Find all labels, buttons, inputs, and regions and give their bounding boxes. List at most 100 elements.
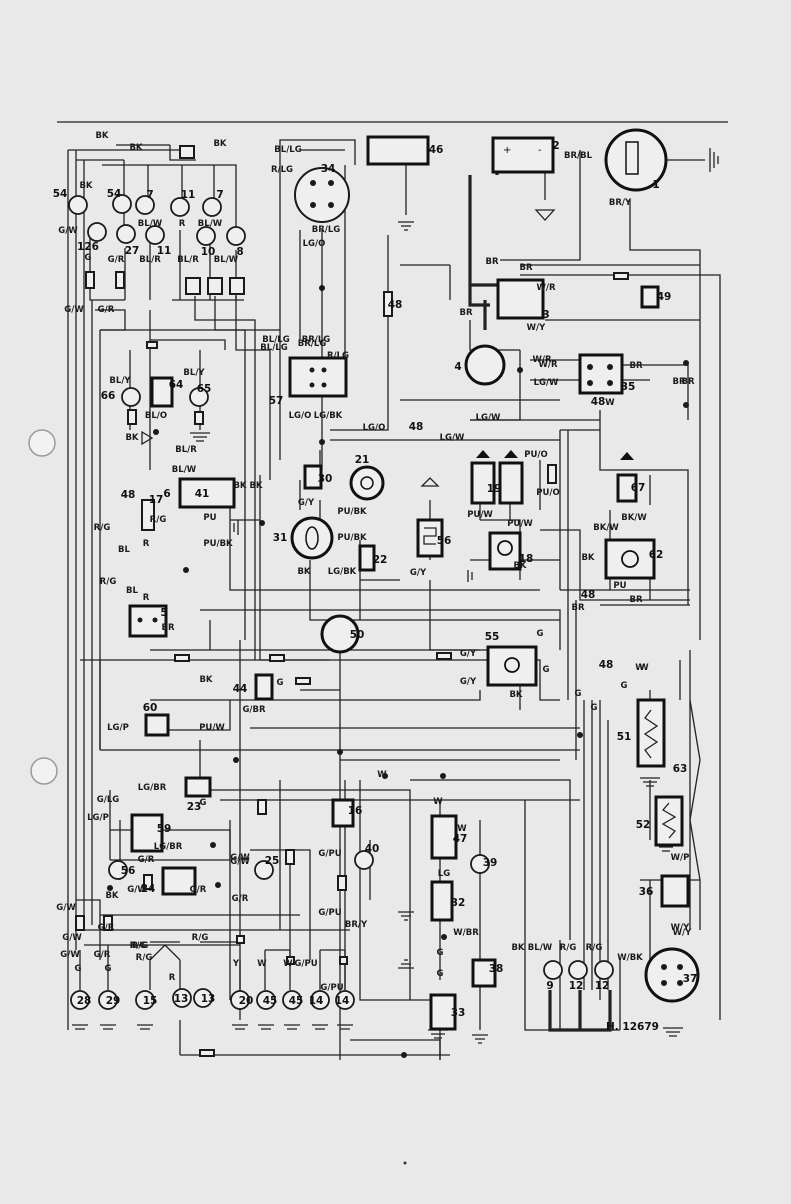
wire-colour-label: G/W [62,933,82,943]
binder-hole [28,429,56,457]
component-number: 3 [542,309,549,321]
component-number: 54 [53,188,68,200]
component-number: 6 [163,488,170,500]
wire-colour-label: G/W [60,950,80,960]
component-number: 41 [195,488,210,500]
comp-31 [290,516,334,560]
wire-colour-label: BL/W [172,465,197,475]
wire-colour-label: LG/O [289,411,312,421]
wire-colour-label: G [277,678,284,688]
wire-colour-label: W [605,398,615,408]
wire-colour-label: BL/Y [109,376,131,386]
comp-23 [184,776,212,798]
wire-colour-label: BL/R [139,255,161,265]
comp-18 [488,531,522,571]
wire-colour-label: G [200,798,207,808]
comp-22 [358,544,376,572]
component-number: 29 [106,995,121,1007]
component-number: 33 [451,1007,466,1019]
component-number: 13 [201,993,216,1005]
wire-colour-label: G/R [98,305,115,315]
control-box [578,353,624,395]
wire-colour-label: BL/R [177,255,199,265]
component-number: 60 [143,702,158,714]
component-number: 48 [121,489,136,501]
comp-19a [470,461,496,505]
wire-colour-label: R/G [132,941,149,951]
comp-64 [150,376,174,408]
wire-colour-label: G/Y [460,649,477,659]
wire-colour-label: Y [232,959,240,969]
starter-solenoid [496,278,545,320]
comp-57 [288,356,348,398]
wire-colour-label: LG/P [107,723,129,733]
wire-colour-label: LG/W [476,413,501,423]
wire-colour-label: BK [79,181,92,191]
component-number: 45 [289,995,304,1007]
wire-colour-label: BK [199,675,212,685]
wire-colour-label: W/P [671,853,690,863]
comp-19b [498,461,524,505]
svg-text:+: + [503,145,511,156]
wire-colour-label: BL/Y [183,368,205,378]
wire-colour-label: G/R [190,885,207,895]
lighting-switch [294,167,350,223]
earth-bus [548,990,612,1032]
wire-colour-label: PU [613,581,626,591]
lamp-39 [470,854,490,874]
speck [403,1161,407,1165]
wire-colour-label: R/G [192,933,209,943]
wire-colour-label: BL/LG [274,145,301,155]
wire-colour-label: W/R [532,355,551,365]
wire-colour-label: R/G [94,523,111,533]
wire-colour-label: G [575,689,582,699]
wire-colour-label: G/W [230,857,250,867]
wire-colour-label: BK [509,690,522,700]
comp-55 [486,645,538,687]
wire-colour-label: R [143,593,150,603]
component-number: 40 [365,843,380,855]
wire-colour-label: W [639,663,649,673]
wire-colour-label: LG/BK [314,411,343,421]
wire-colour-label: BK [129,143,142,153]
wire-colour-label: BR/Y [609,198,632,208]
lamp-25 [254,860,274,880]
wire-colour-label: LG/W [440,433,465,443]
wire-colour-label: PU/W [199,723,225,733]
wire-colour-label: G/R [94,950,111,960]
wire-colour-label: PU/BK [337,507,367,517]
wire-colour-label: BK [581,553,594,563]
component-number: 22 [373,554,388,566]
wire-colour-label: W [635,663,645,673]
wire-colour-label: G [437,969,444,979]
wire-colour-label: BL/O [145,411,167,421]
comp-47 [430,814,458,860]
component-number: 48 [599,659,614,671]
component-number: 56 [121,865,136,877]
component-number: 18 [519,553,534,565]
wire-colour-label: BK [105,891,118,901]
wire-colour-label: BK [95,131,108,141]
comp-59 [130,813,164,853]
comp-30 [303,464,323,490]
wire-colour-label: BL/W [214,255,239,265]
wire-colour-label: G/PU [320,983,343,993]
component-number: 27 [125,245,140,257]
wire-colour-label: W/Y [527,323,546,333]
wire-colour-label: BL [126,586,138,596]
wire-colour-label: G/LG [97,795,119,805]
component-number: 65 [197,383,212,395]
binder-hole [30,757,58,785]
wire-colour-label: G [75,964,82,974]
wire-colour-label: G/Y [410,568,427,578]
component-number: 2 [552,140,559,152]
component-number: 59 [157,823,172,835]
wire-colour-label: BR [519,263,532,273]
wire-colour-label: G/BR [242,705,266,715]
wire-colour-label: PU/BK [337,533,367,543]
wire-colour-label: LG [438,869,450,879]
lamp-40 [354,850,374,870]
comp-33 [429,993,457,1031]
component-number: 48 [388,299,403,311]
